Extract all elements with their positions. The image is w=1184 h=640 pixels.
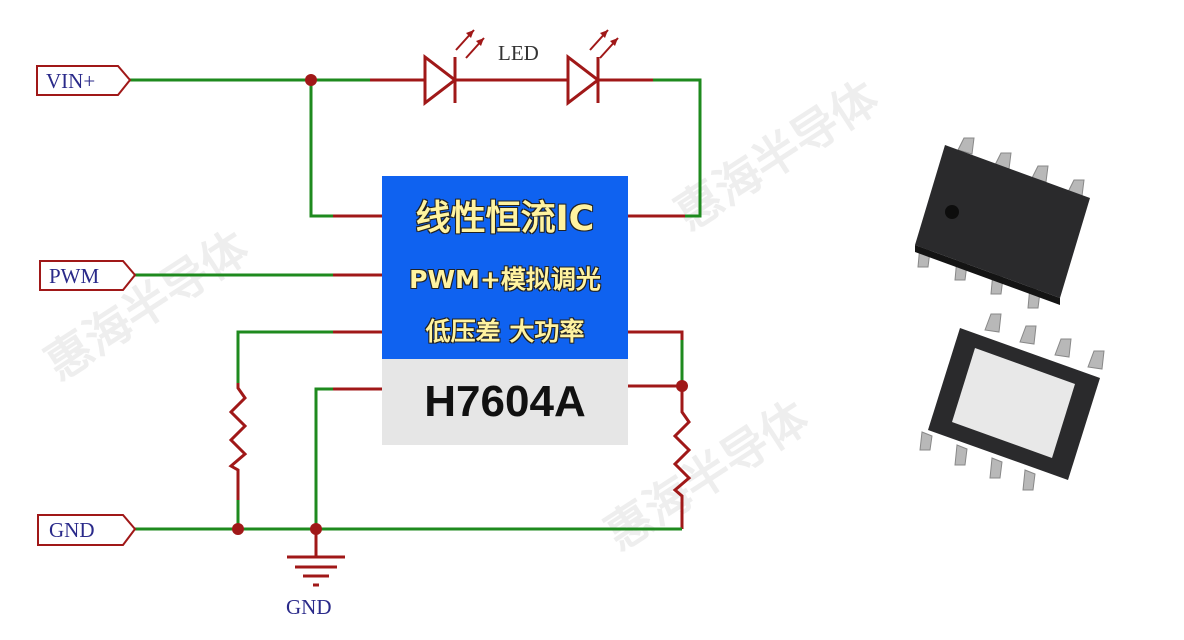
port-gnd	[37, 514, 137, 546]
junction-dot	[232, 523, 244, 535]
ic-body-blue: 线性恒流IC PWM+模拟调光 低压差 大功率	[382, 176, 628, 359]
ic-feature-power: 低压差 大功率	[425, 317, 585, 346]
junction-dot	[310, 523, 322, 535]
port-vin	[36, 65, 132, 96]
ic-part-number: H7604A	[424, 377, 586, 426]
port-vin-label: VIN+	[46, 69, 95, 93]
ic-feature-dimming: PWM+模拟调光	[409, 265, 601, 294]
led-2	[566, 53, 601, 107]
led-label: LED	[498, 41, 539, 65]
junction-dot	[676, 380, 688, 392]
port-gnd-label: GND	[49, 518, 95, 542]
soic8-chip-bottom	[919, 313, 1105, 491]
ic-body-label: H7604A	[382, 359, 628, 445]
ground-symbol	[287, 555, 345, 587]
junction-dot	[305, 74, 317, 86]
resistor-left	[228, 383, 248, 500]
port-pwm	[39, 260, 137, 291]
port-pwm-label: PWM	[49, 264, 100, 288]
soic8-chip-top	[915, 137, 1090, 309]
led-1	[423, 53, 458, 107]
ic-title: 线性恒流IC	[415, 199, 595, 239]
ground-label: GND	[286, 595, 332, 619]
resistor-right	[672, 386, 692, 529]
